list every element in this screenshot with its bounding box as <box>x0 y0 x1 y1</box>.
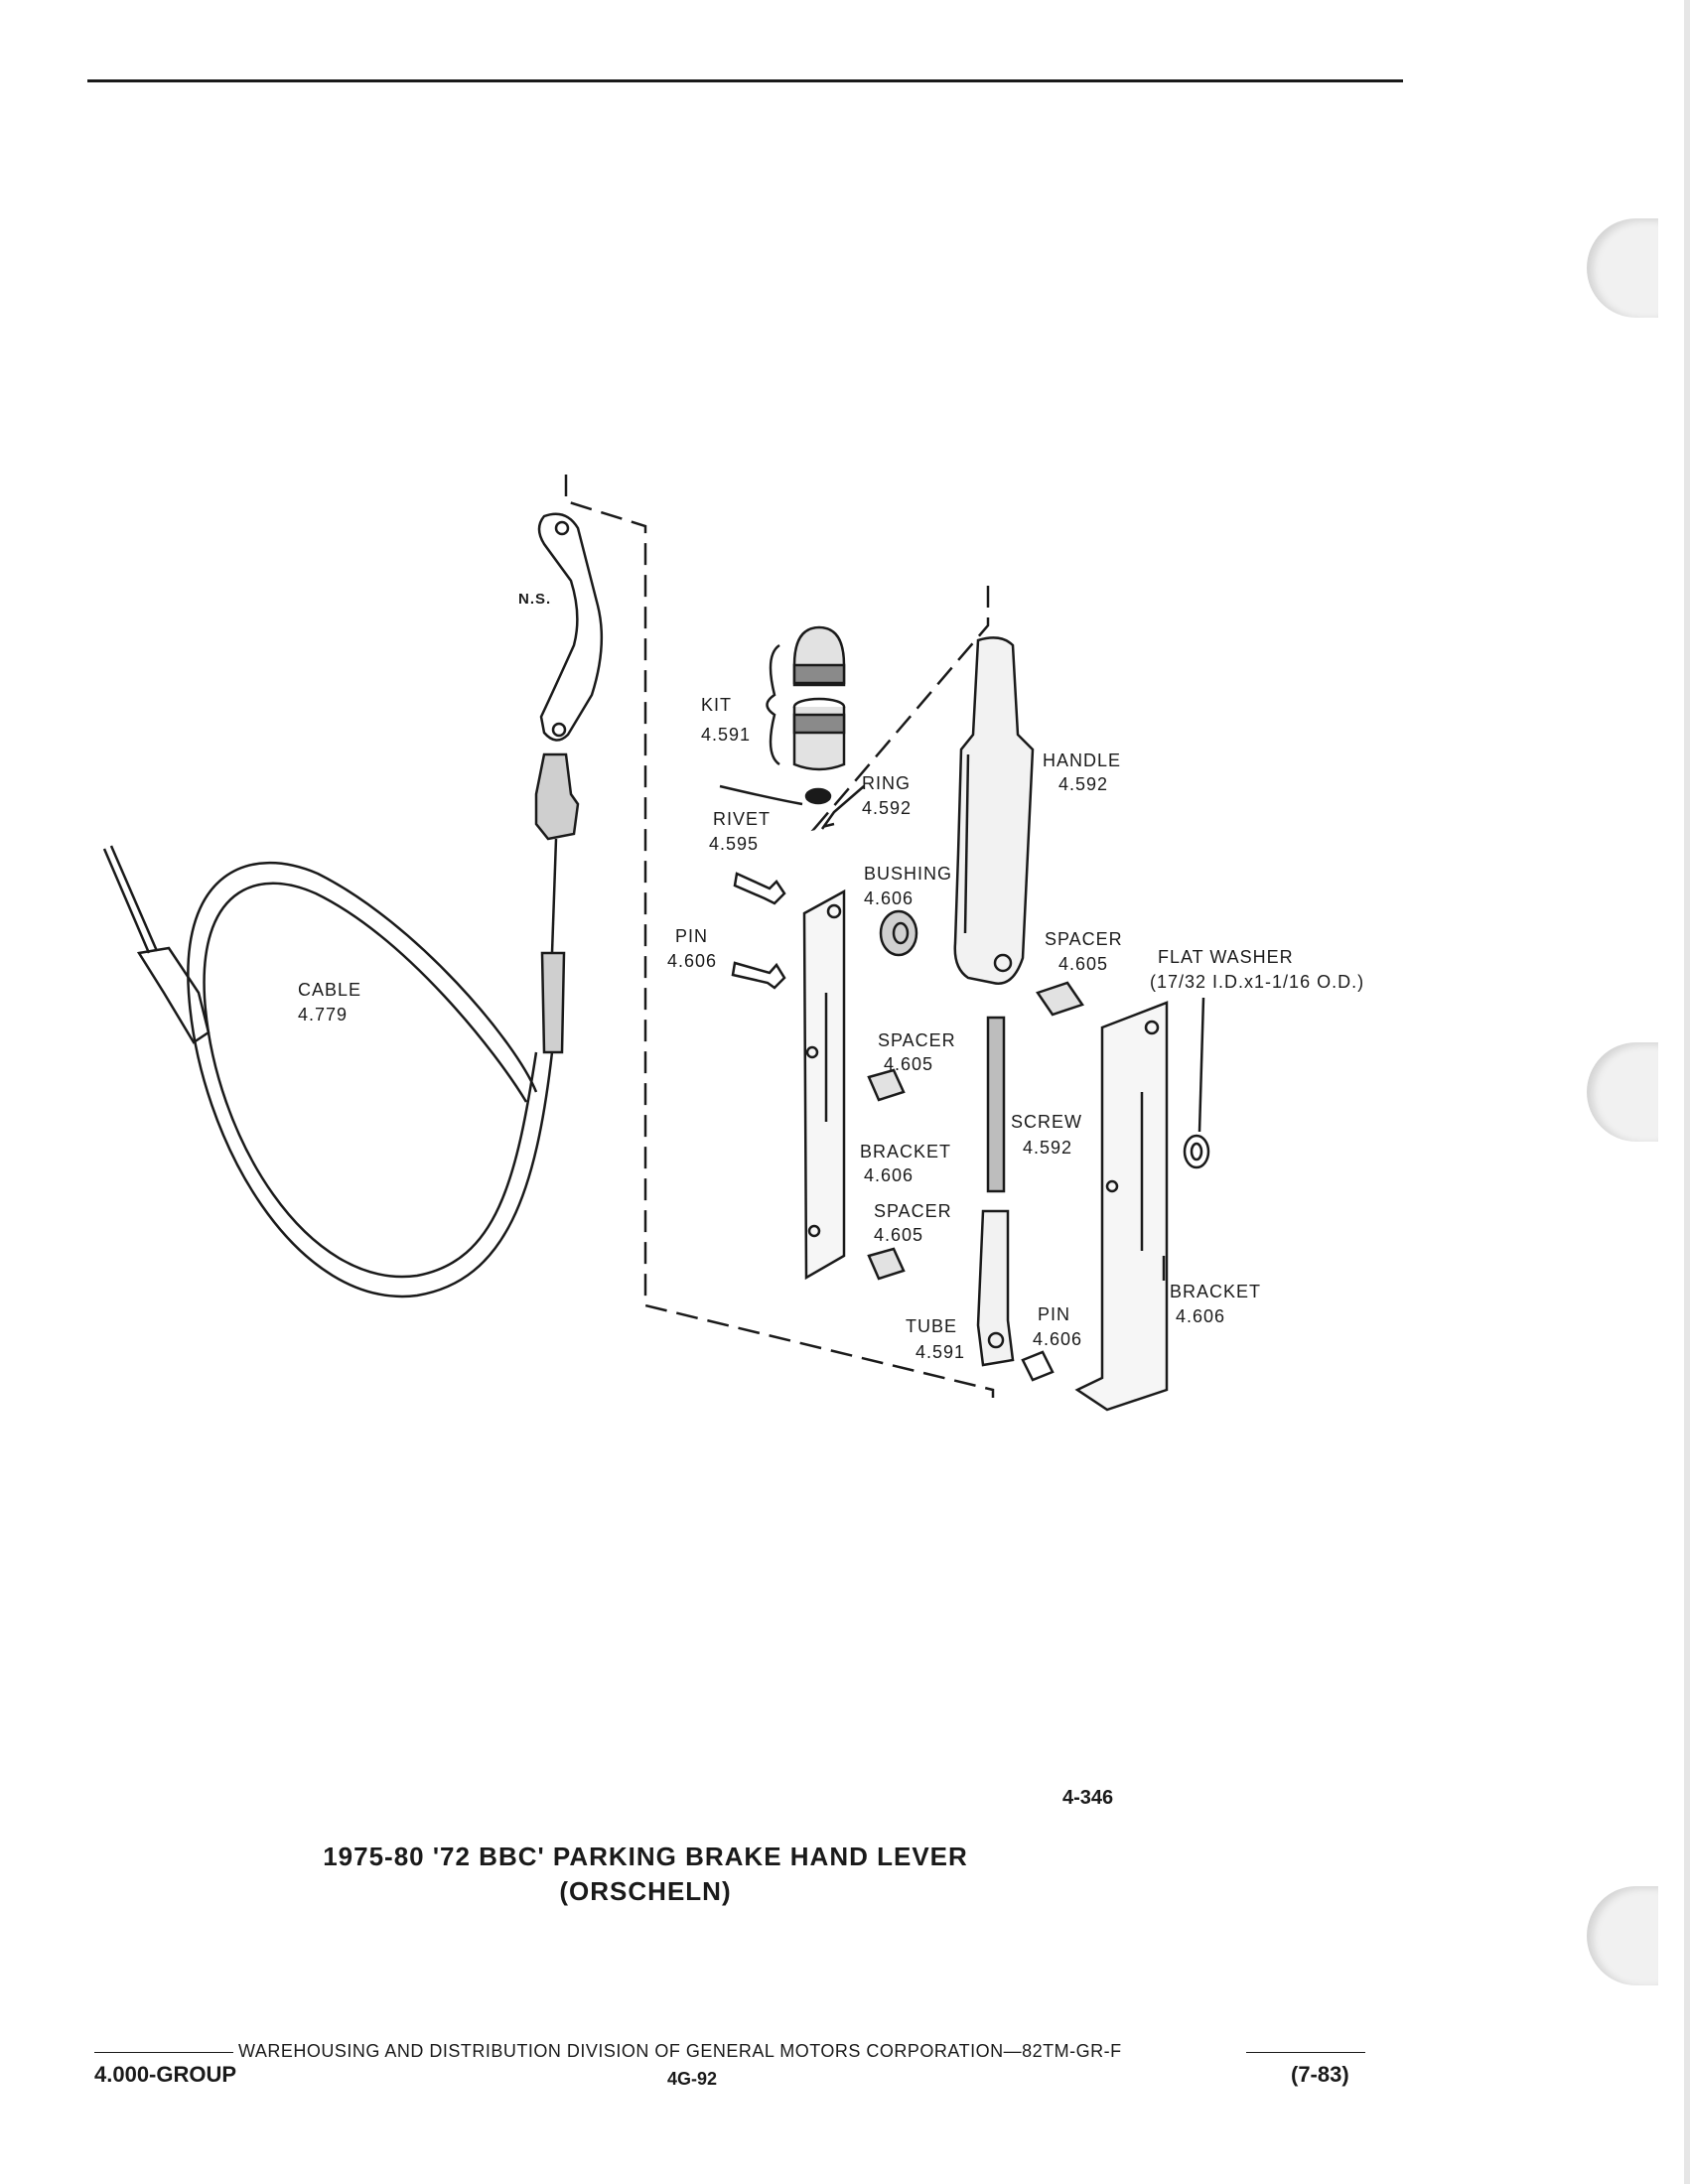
bracket1-part <box>802 888 846 1281</box>
ring-part <box>804 787 832 805</box>
footer-group: 4.000-GROUP <box>94 2062 237 2087</box>
cable-clevis <box>534 752 580 841</box>
ns-bracket <box>537 512 604 742</box>
bracket1-hole-mid <box>805 1045 819 1059</box>
cable-end-wire <box>102 848 151 954</box>
handle-part <box>953 636 1035 985</box>
cable-sheath <box>540 951 566 1054</box>
page-title-line2: (ORSCHELN) <box>559 1876 732 1906</box>
tube-part <box>976 1209 1015 1367</box>
bracket2-label: BRACKET <box>1170 1282 1261 1301</box>
cable-end-sheath <box>136 946 211 1044</box>
footer-rule-left <box>94 2052 233 2053</box>
handle-pivot-hole <box>993 953 1013 973</box>
bushing-hole <box>892 921 910 945</box>
screw-part <box>986 1016 1006 1193</box>
rivet-num: 4.595 <box>709 834 759 854</box>
flat-washer-spec: (17/32 I.D.x1-1/16 O.D.) <box>1150 972 1364 992</box>
bracket2-part <box>1074 1001 1169 1412</box>
cable-loop-inner <box>203 882 538 1279</box>
kit-cap-knurl <box>792 663 846 685</box>
tube-num: 4.591 <box>915 1342 965 1362</box>
assembly-dashed-outline <box>564 475 995 1398</box>
top-rule <box>87 79 1403 82</box>
spacer2-part <box>867 1068 906 1102</box>
page-title-line1: 1975-80 '72 BBC' PARKING BRAKE HAND LEVE… <box>323 1842 968 1871</box>
spacer3-num: 4.605 <box>874 1225 923 1245</box>
ring-arrow-leader <box>820 785 865 830</box>
page-edge <box>1684 0 1690 2184</box>
spacer2-label: SPACER <box>878 1030 956 1050</box>
kit-nut-knurl <box>792 713 846 735</box>
cable-end-wire-2 <box>109 845 159 952</box>
bushing-num: 4.606 <box>864 888 914 908</box>
figure-id: 4-346 <box>1062 1787 1114 1809</box>
spacer3-label: SPACER <box>874 1201 952 1221</box>
cable-loop-outer <box>187 861 554 1298</box>
bushing-part <box>879 909 918 957</box>
rivet-part <box>733 872 786 905</box>
spacer1-part <box>1036 981 1084 1017</box>
binder-hole-middle <box>1587 1042 1658 1142</box>
bracket1-num: 4.606 <box>864 1165 914 1185</box>
bracket2-num: 4.606 <box>1176 1306 1225 1326</box>
cable-num: 4.779 <box>298 1005 348 1024</box>
tube-label: TUBE <box>906 1316 957 1336</box>
flat-washer-part <box>1183 1134 1210 1169</box>
bracket2-hole-mid <box>1105 1179 1119 1193</box>
ring-leader <box>719 784 803 806</box>
cable-upper-wire <box>550 838 558 954</box>
flat-washer-label: FLAT WASHER <box>1158 947 1294 967</box>
kit-label: KIT <box>701 695 732 715</box>
bushing-label: BUSHING <box>864 864 952 884</box>
kit-bracket <box>766 643 780 766</box>
handle-num: 4.592 <box>1058 774 1108 794</box>
footer-page-number: 4G-92 <box>667 2069 718 2089</box>
pin2-label: PIN <box>1038 1304 1070 1324</box>
footer-rule-right <box>1246 2052 1365 2053</box>
ns-bracket-hole-top <box>554 520 570 536</box>
spacer3-part <box>867 1247 906 1281</box>
pin2-part <box>1021 1350 1055 1382</box>
ring-num: 4.592 <box>862 798 912 818</box>
pin2-num: 4.606 <box>1033 1329 1082 1349</box>
ring-label: RING <box>862 773 911 793</box>
flat-washer-leader <box>1197 997 1205 1133</box>
screw-label: SCREW <box>1011 1112 1082 1132</box>
pin1-part <box>731 961 786 990</box>
rivet-label: RIVET <box>713 809 771 829</box>
spacer1-num: 4.605 <box>1058 954 1108 974</box>
footer-date: (7-83) <box>1291 2062 1349 2087</box>
bracket1-hole-bottom <box>807 1224 821 1238</box>
bracket2-hole-top <box>1144 1020 1160 1035</box>
cable-label: CABLE <box>298 980 361 1000</box>
handle-label: HANDLE <box>1043 751 1121 770</box>
spacer2-num: 4.605 <box>884 1054 933 1074</box>
handle-dashed-guide <box>810 586 990 832</box>
tube-hole <box>987 1331 1005 1349</box>
binder-hole-bottom <box>1587 1886 1658 1985</box>
kit-num: 4.591 <box>701 725 751 745</box>
screw-num: 4.592 <box>1023 1138 1072 1158</box>
ns-label: N.S. <box>518 591 551 608</box>
bracket1-label: BRACKET <box>860 1142 951 1161</box>
handle-ridge <box>963 753 970 934</box>
ns-bracket-hole-bottom <box>551 722 567 738</box>
spacer1-label: SPACER <box>1045 929 1123 949</box>
binder-hole-top <box>1587 218 1658 318</box>
pin1-label: PIN <box>675 926 708 946</box>
flat-washer-hole <box>1190 1142 1203 1161</box>
footer-publisher-line: WAREHOUSING AND DISTRIBUTION DIVISION OF… <box>238 2041 1122 2061</box>
bracket1-hole-top <box>826 903 842 919</box>
pin1-num: 4.606 <box>667 951 717 971</box>
